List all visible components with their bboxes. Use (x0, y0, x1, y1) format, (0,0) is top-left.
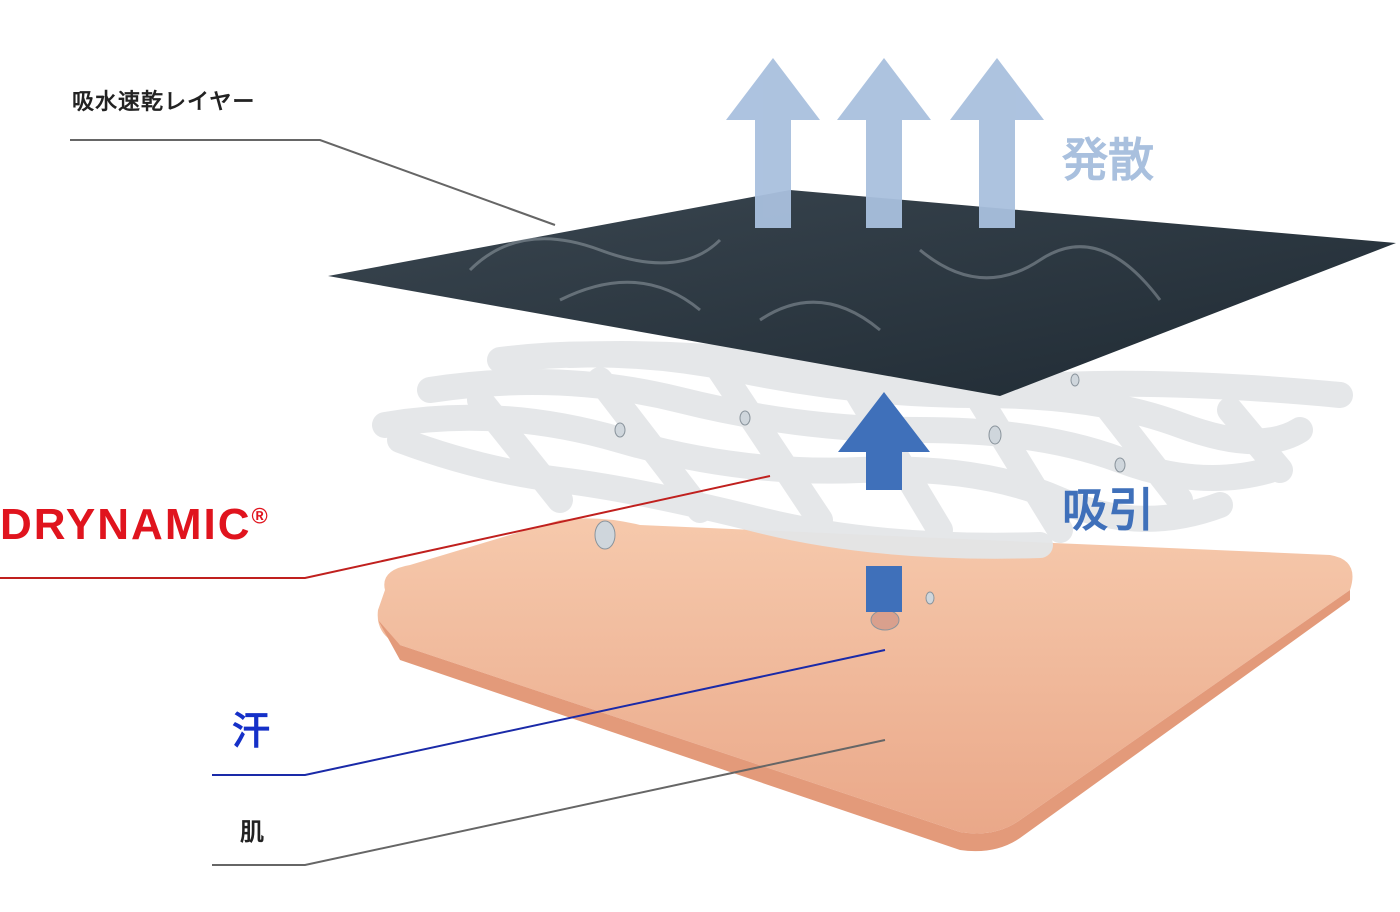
leader-line-drynamic (0, 475, 771, 579)
sweat-label: 汗 (232, 709, 271, 753)
leader-line-layer (70, 139, 556, 226)
drynamic-label: DRYNAMIC® (0, 500, 270, 550)
skin-label: 肌 (240, 818, 264, 846)
registered-mark: ® (251, 503, 270, 529)
quick-dry-fabric-layer (328, 190, 1396, 396)
drynamic-mesh-layer (372, 341, 1353, 559)
leader-line-skin (212, 739, 886, 866)
leader-line-sweat (212, 649, 886, 776)
sweat-droplets (594, 373, 1126, 631)
diffusion-label: 発散 (1062, 133, 1154, 187)
drynamic-text: DRYNAMIC (0, 500, 252, 549)
skin-layer (377, 518, 1353, 834)
quick-dry-layer-label: 吸水速乾レイヤー (72, 90, 256, 115)
absorption-arrow (838, 392, 930, 612)
diffusion-arrows (726, 58, 1044, 228)
absorption-label: 吸引 (1062, 483, 1154, 537)
